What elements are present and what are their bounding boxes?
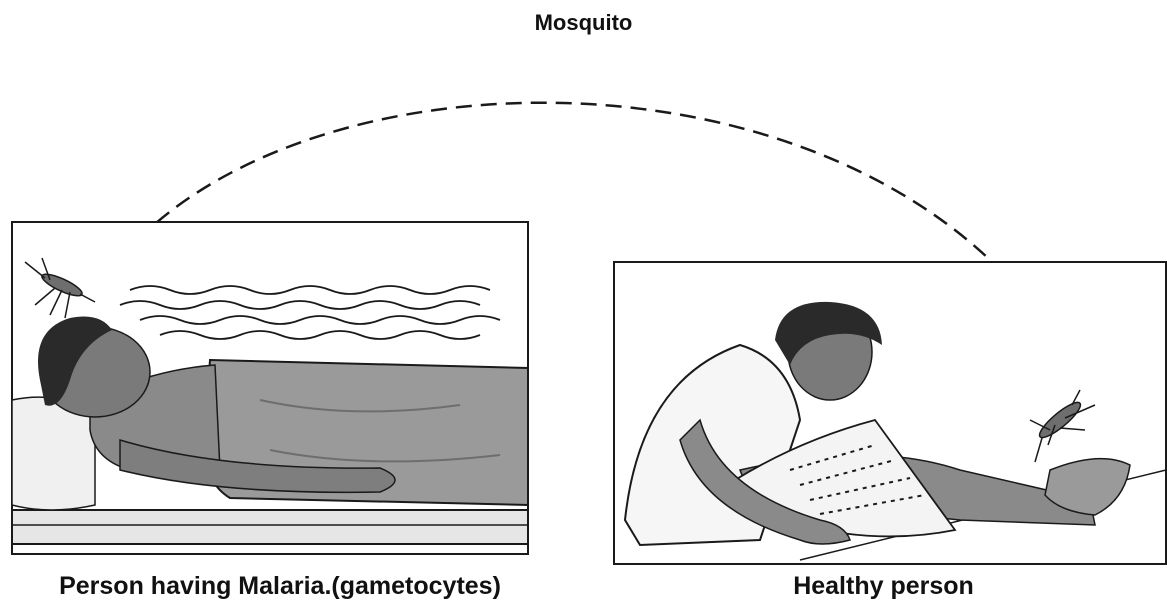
bed — [12, 510, 528, 544]
left-scene-caption: Person having Malaria.(gametocytes) — [0, 572, 560, 601]
left-scene — [12, 222, 528, 554]
right-scene — [614, 262, 1166, 564]
right-scene-caption: Healthy person — [600, 572, 1167, 601]
